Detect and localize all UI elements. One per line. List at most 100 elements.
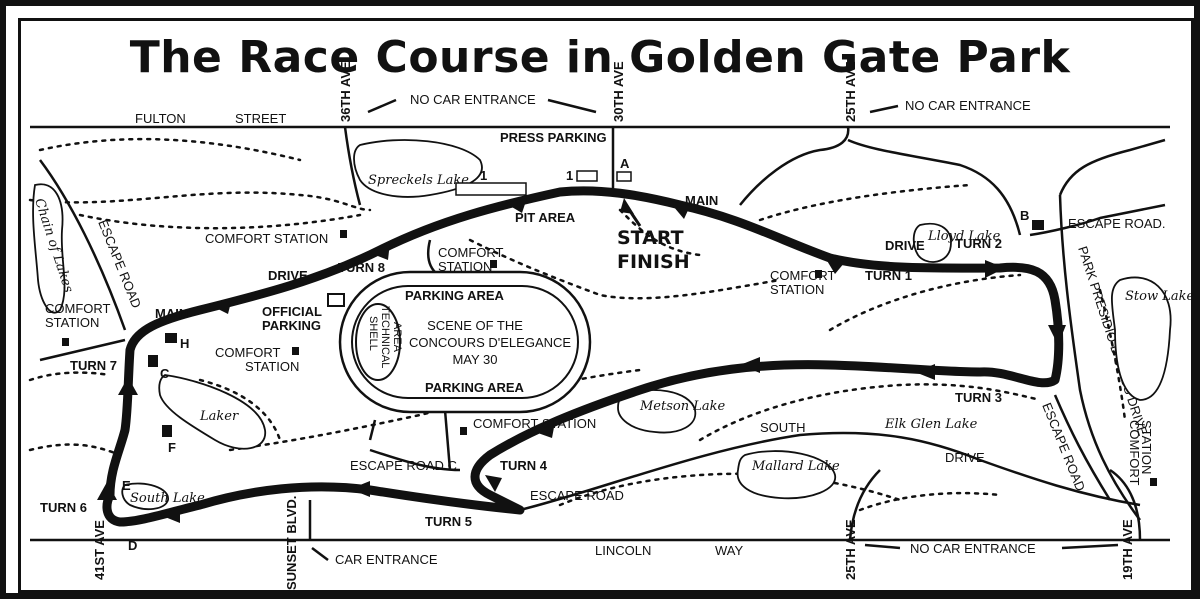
lincoln-label: LINCOLN: [595, 543, 651, 558]
laker-label: Laker: [199, 409, 239, 424]
street-label: STREET: [235, 111, 286, 126]
comfort-station-2-line1: COMFORT: [438, 245, 504, 260]
turn3-label: TURN 3: [955, 390, 1002, 405]
way-label: WAY: [715, 543, 743, 558]
spreckels-lake-label: Spreckels Lake: [368, 173, 469, 188]
elk-glen-lake-label: Elk Glen Lake: [884, 417, 978, 432]
course-arrow-3: [505, 198, 527, 213]
footpath-3: [78, 213, 362, 230]
north-lake: [158, 374, 266, 450]
comfort-station-5-marker: [292, 347, 299, 355]
sunset-blvd-label: SUNSET BLVD.: [284, 496, 299, 590]
marker-1b: 1: [566, 168, 573, 183]
concourse-road-1: [368, 419, 377, 441]
comfort-station-4-line1: COMFORT: [45, 301, 111, 316]
escape-road-bottom-c-label: ESCAPE ROAD C: [350, 458, 457, 473]
metson-lake: [617, 389, 697, 434]
official-parking-label-1: OFFICIAL: [262, 304, 322, 319]
mallard-lake: [736, 450, 836, 500]
start-label: START: [617, 227, 684, 249]
marker-f: F: [168, 440, 176, 455]
map-title: The Race Course in Golden Gate Park: [130, 32, 1072, 83]
footpath-9: [828, 273, 1022, 332]
comfort-station-3-marker: [815, 270, 822, 278]
marker-d: D: [128, 538, 137, 553]
south-drive-road: [519, 431, 1141, 512]
comfort-station-3-line1: COMFORT: [770, 268, 836, 283]
drive-south-label: DRIVE: [945, 450, 985, 465]
map-inner-border: [18, 18, 1194, 593]
footpath-6: [28, 443, 122, 457]
escape-road-top-right-label: ESCAPE ROAD.: [1068, 216, 1166, 231]
concourse-road-2: [443, 409, 452, 471]
course-arrow-11: [485, 475, 502, 492]
comfort-station-3-line2: STATION: [770, 282, 824, 297]
technical-label: TECHNICAL: [379, 306, 391, 368]
parking-area-top-label: PARKING AREA: [405, 288, 505, 303]
stow-lake: [1110, 276, 1172, 401]
lloyd-lake-label: Lloyd Lake: [927, 229, 1001, 244]
arrow-line-right: [547, 98, 597, 114]
pit-bay-marker: [455, 182, 527, 196]
area-label: AREA: [391, 322, 403, 353]
comfort-station-6-marker: [460, 427, 467, 435]
fulton-label: FULTON: [135, 111, 186, 126]
comfort-station-5-line2: STATION: [245, 359, 299, 374]
no-car-entrance-bottom: NO CAR ENTRANCE: [910, 541, 1036, 556]
marker-a: A: [620, 156, 630, 171]
main-left-label: MAIN: [155, 306, 188, 321]
marker-b: B: [1020, 208, 1029, 223]
marker-f-box: [162, 425, 172, 437]
ave36-road: [343, 126, 362, 206]
ave19-road: [1109, 468, 1142, 541]
park-presidio-road: [1058, 194, 1142, 521]
course-arrow-14: [97, 482, 117, 500]
turn4-label: TURN 4: [500, 458, 548, 473]
comfort-station-1-marker: [340, 230, 347, 238]
chain-of-lakes: [32, 183, 66, 314]
comfort-station-6-label: COMFORT STATION: [473, 416, 596, 431]
official-parking-label-2: PARKING: [262, 318, 321, 333]
mallard-lake-label: Mallard Lake: [751, 459, 840, 474]
south-lake: [121, 482, 169, 511]
ave25-top-road-branch: [847, 138, 1022, 236]
comfort-station-4-marker: [62, 338, 69, 346]
course-arrow-4: [668, 200, 690, 219]
west-entry-road: [39, 338, 126, 362]
comfort-station-7-marker: [1150, 478, 1157, 486]
course-arrow-5: [823, 254, 845, 274]
marker-h: H: [180, 336, 189, 351]
footpath-14: [198, 378, 282, 442]
shell-label: SHELL: [367, 316, 379, 351]
ave25-top-label: 25TH AVE: [843, 61, 858, 122]
marker-e: E: [122, 478, 131, 493]
press-parking-label: PRESS PARKING: [500, 130, 607, 145]
comfort-station-2-line2: STATION: [438, 259, 492, 274]
ave25-top-road: [739, 126, 850, 206]
drive-left-label: DRIVE: [268, 268, 308, 283]
comfort-station-4-line2: STATION: [45, 315, 99, 330]
no-car-entrance-top-left: NO CAR ENTRANCE: [410, 92, 536, 107]
footpath-5: [28, 371, 112, 382]
escape-road-right: [1053, 394, 1112, 501]
turn1-label: TURN 1: [865, 268, 912, 283]
ave41-label: 41ST AVE: [92, 520, 107, 580]
parking-area-bottom-label: PARKING AREA: [425, 380, 525, 395]
footpath-15: [618, 208, 702, 257]
comfort-station-7-line1: COMFORT: [1127, 420, 1142, 486]
scene-line1: SCENE OF THE: [427, 318, 523, 333]
car-entrance-arrow: [311, 547, 329, 561]
footpath-8: [758, 183, 972, 222]
lloyd-lake: [912, 222, 952, 263]
turn7-label: TURN 7: [70, 358, 117, 373]
comfort-station-5-line1: COMFORT: [215, 345, 281, 360]
turn5-label: TURN 5: [425, 514, 472, 529]
escape-road-left: [38, 159, 127, 331]
course-arrow-10: [535, 422, 555, 438]
marker-b-box: [1032, 220, 1044, 230]
park-presidio-north: [1058, 138, 1166, 196]
footpath-4: [468, 238, 782, 300]
scene-line3: MAY 30: [452, 352, 497, 367]
